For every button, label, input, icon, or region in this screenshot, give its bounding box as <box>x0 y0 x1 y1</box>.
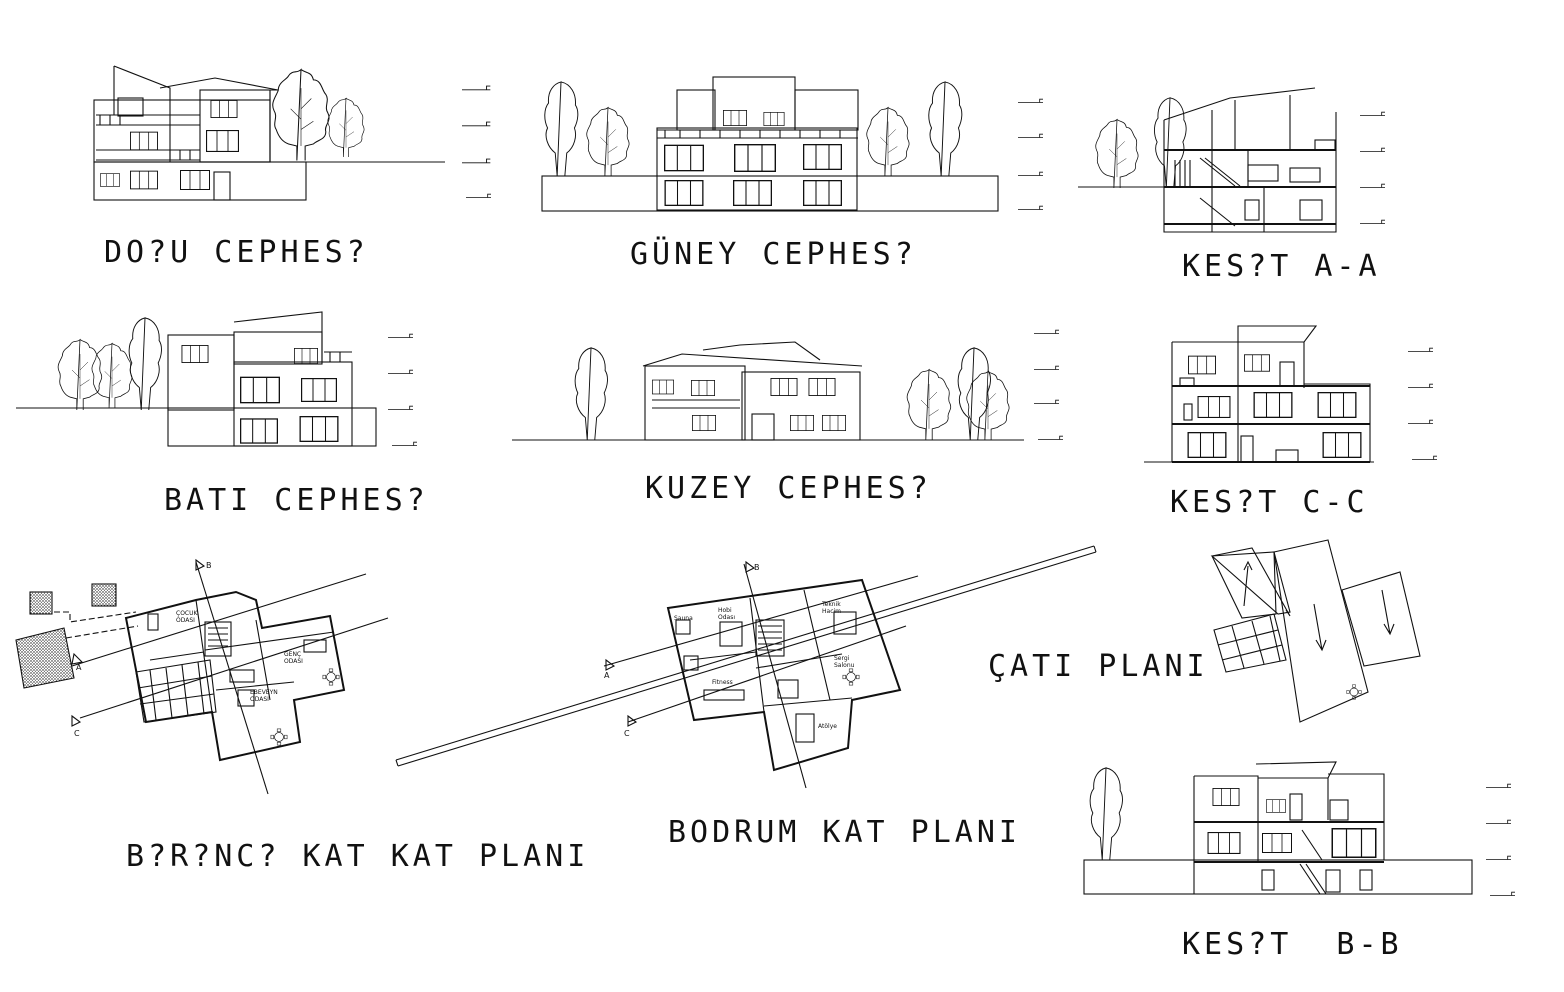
marker-c-first: C <box>74 729 80 738</box>
room-fitness: Fitness <box>712 679 733 686</box>
room-hobi-l1: Hobi <box>718 607 732 614</box>
title-basement-plan: BODRUM KAT PLANI <box>668 815 1021 850</box>
title-first-floor-plan: B?R?NC? KAT KAT PLANI <box>126 839 589 874</box>
title-west-elevation: BATI CEPHES? <box>164 483 429 518</box>
title-east-elevation: DO?U CEPHES? <box>104 235 369 270</box>
marker-b-basement: B <box>754 563 760 572</box>
elevation-west <box>16 311 418 447</box>
title-section-bb: KES?T B-B <box>1182 927 1403 962</box>
room-ebeveyn-l2: ODASI <box>250 696 269 703</box>
first-floor-room-labels: B A C ÇOCUK ODASI GENÇ ODASI EBEVEYN ODA… <box>74 561 303 738</box>
room-teknik-l1: Teknik <box>821 601 841 608</box>
room-cocuk-l2: ODASI <box>176 617 195 624</box>
marker-b-first: B <box>206 561 212 570</box>
section-aa <box>1078 87 1386 233</box>
room-genc-l2: ODASI <box>284 658 303 665</box>
basement-room-labels: B A C Hobi Odası Teknik Hacim Sauna Serg… <box>604 563 855 738</box>
room-cocuk-l1: ÇOCUK <box>176 610 198 617</box>
section-bb <box>1083 761 1516 897</box>
elevation-south <box>541 76 1044 212</box>
room-ebeveyn-l1: EBEVEYN <box>250 689 278 696</box>
room-sergi-l1: Sergi <box>834 655 850 662</box>
elevation-north <box>512 329 1064 441</box>
title-south-elevation: GÜNEY CEPHES? <box>630 236 917 272</box>
room-sauna: Sauna <box>674 615 693 622</box>
first-floor-plan <box>15 558 389 795</box>
roof-plan <box>1210 539 1421 723</box>
basement-plan <box>603 560 919 789</box>
title-section-aa: KES?T A-A <box>1182 249 1381 284</box>
room-teknik-l2: Hacim <box>822 608 841 615</box>
room-hobi-l2: Odası <box>718 614 735 621</box>
room-sergi-l2: Salonu <box>834 662 855 669</box>
title-section-cc: KES?T C-C <box>1170 485 1369 520</box>
room-genc-l1: GENÇ <box>284 651 301 658</box>
marker-a-basement: A <box>604 671 610 680</box>
elevation-east <box>93 65 492 201</box>
title-north-elevation: KUZEY CEPHES? <box>645 471 932 506</box>
section-cc <box>1144 325 1438 463</box>
room-atolye: Atölye <box>818 723 837 730</box>
marker-c-basement: C <box>624 729 630 738</box>
title-roof-plan: ÇATI PLANI <box>988 649 1209 684</box>
marker-a-first: A <box>76 663 82 672</box>
